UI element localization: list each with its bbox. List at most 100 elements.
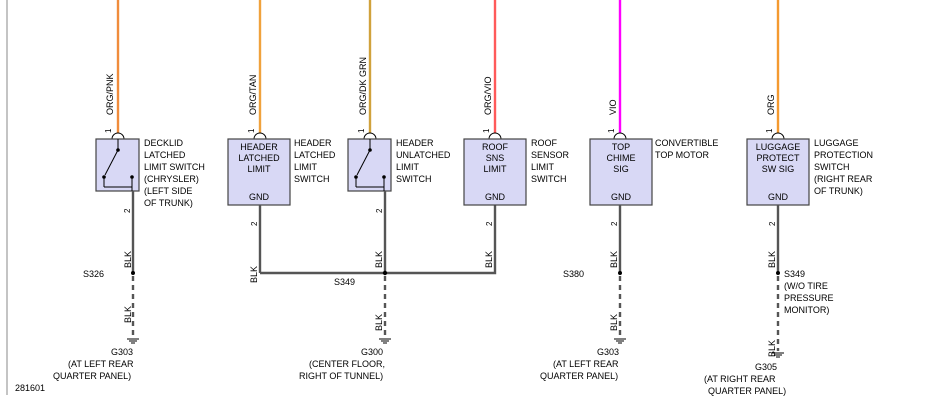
pin-1-label: 1 xyxy=(607,128,616,133)
wire-label-org: ORG xyxy=(766,94,776,115)
component-label: TOP MOTOR xyxy=(655,150,710,160)
wire-label-org-tan: ORG/TAN xyxy=(248,75,258,115)
connector-arc xyxy=(111,132,125,140)
pin-1-label: 1 xyxy=(104,128,113,133)
ground-icon xyxy=(379,338,391,344)
component-label: (LEFT SIDE xyxy=(144,186,192,196)
component-label: (RIGHT REAR xyxy=(814,174,873,184)
pin-2-label: 2 xyxy=(610,221,619,226)
box-gnd-label: GND xyxy=(768,192,789,202)
wire-label-blk: BLK xyxy=(374,314,384,331)
box-label: TOP xyxy=(612,142,630,152)
ground-label: QUARTER PANEL) xyxy=(53,371,131,381)
box-label: LIMIT xyxy=(483,164,507,174)
component-label: OF TRUNK) xyxy=(144,198,193,208)
splice-dot xyxy=(776,271,780,275)
wire-label-org-vio: ORG/VIO xyxy=(483,76,493,115)
component-label: (CHRYSLER) xyxy=(144,174,199,184)
connector-arc xyxy=(613,132,627,140)
component-label: CONVERTIBLE xyxy=(655,138,718,148)
splice-dot xyxy=(618,271,622,275)
switch-symbol-icon xyxy=(354,139,386,191)
component-label: ROOF xyxy=(531,138,558,148)
wire-label-org-dkgrn: ORG/DK GRN xyxy=(358,57,368,115)
splice-label-s349: (W/O TIRE xyxy=(784,281,828,291)
ground-icon xyxy=(127,338,139,344)
ground-label: QUARTER PANEL) xyxy=(540,371,618,381)
wire-label-blk: BLK xyxy=(767,251,777,268)
component-label: LIMIT xyxy=(294,162,318,172)
pin-1-label: 1 xyxy=(765,128,774,133)
box-gnd-label: GND xyxy=(485,192,506,202)
component-label: SENSOR xyxy=(531,150,570,160)
switch-symbol-icon xyxy=(102,139,134,191)
box-label: LATCHED xyxy=(238,153,280,163)
connector-arc xyxy=(771,132,785,140)
component-label: LIMIT SWITCH xyxy=(144,162,205,172)
pin-2-label: 2 xyxy=(485,221,494,226)
ground-label: (AT LEFT REAR xyxy=(68,359,134,369)
splice-dot xyxy=(131,271,135,275)
pin-2-label: 2 xyxy=(375,208,384,213)
box-gnd-label: GND xyxy=(611,192,632,202)
roof-sensor-box xyxy=(463,138,527,206)
box-label: SNS xyxy=(486,153,505,163)
header-unlatched-circuit: ORG/DK GRN 1 HEADER UNLATCHED LIMIT SWIT… xyxy=(299,0,451,381)
component-label: DECKLID xyxy=(144,138,184,148)
box-label: LUGGAGE xyxy=(756,142,801,152)
wire-label-blk: BLK xyxy=(767,340,777,357)
top-chime-box xyxy=(589,138,653,206)
ground-label: (AT RIGHT REAR xyxy=(704,374,776,384)
splice-label-s349: S349 xyxy=(784,269,805,279)
ground-label: G300 xyxy=(361,347,383,357)
component-label: LATCHED xyxy=(294,150,336,160)
splice-label-s349: S349 xyxy=(334,277,355,287)
connector-arc xyxy=(363,132,377,140)
component-label: HEADER xyxy=(294,138,332,148)
wire-blk-bus xyxy=(260,205,497,275)
ground-label: (CENTER FLOOR, xyxy=(309,359,385,369)
box-label: PROTECT xyxy=(756,153,800,163)
component-label: PROTECTION xyxy=(814,150,873,160)
splice-label-s349: PRESSURE xyxy=(784,293,834,303)
splice-label-s326: S326 xyxy=(83,269,104,279)
luggage-protection-circuit: ORG 1 LUGGAGE PROTECT SW SIG GND LUGGAGE… xyxy=(704,0,873,396)
component-label: SWITCH xyxy=(294,174,330,184)
wire-label-org-pnk: ORG/PNK xyxy=(105,73,115,115)
pin-1-label: 1 xyxy=(482,128,491,133)
diagram-id-label: 281601 xyxy=(15,383,45,393)
wire-label-blk: BLK xyxy=(484,251,494,268)
wire-label-vio: VIO xyxy=(608,99,618,115)
decklid-circuit: ORG/PNK 1 DECKLID LATCHED LIMIT SWITCH (… xyxy=(53,0,205,381)
pin-1-label: 1 xyxy=(247,128,256,133)
component-label: HEADER xyxy=(396,138,434,148)
box-label: ROOF xyxy=(482,142,509,152)
box-label: HEADER xyxy=(240,142,278,152)
connector-arc xyxy=(488,132,502,140)
wire-label-blk: BLK xyxy=(123,251,133,268)
top-motor-circuit: VIO 1 TOP CHIME SIG GND CONVERTIBLE TOP … xyxy=(540,0,718,381)
component-label: LATCHED xyxy=(144,150,186,160)
pin-2-label: 2 xyxy=(768,221,777,226)
roof-sensor-circuit: ORG/VIO 1 ROOF SNS LIMIT GND ROOF SENSOR… xyxy=(463,0,570,268)
ground-label: QUARTER PANEL) xyxy=(708,386,786,396)
pin-1-label: 1 xyxy=(357,128,366,133)
component-label: LIMIT xyxy=(396,162,420,172)
splice-label-s349: MONITOR) xyxy=(784,305,829,315)
ground-label: G303 xyxy=(597,347,619,357)
component-label: SWITCH xyxy=(396,174,432,184)
ground-label: G303 xyxy=(111,347,133,357)
wire-label-blk: BLK xyxy=(249,266,259,283)
ground-label: RIGHT OF TUNNEL) xyxy=(299,371,383,381)
component-label: OF TRUNK) xyxy=(814,186,863,196)
box-gnd-label: GND xyxy=(249,192,270,202)
ground-icon xyxy=(772,352,784,358)
ground-label: (AT LEFT REAR xyxy=(553,359,619,369)
header-latched-circuit: ORG/TAN 1 HEADER LATCHED LIMIT GND HEADE… xyxy=(227,0,336,283)
splice-dot xyxy=(382,270,388,276)
luggage-protect-box xyxy=(746,138,810,206)
wire-label-blk: BLK xyxy=(374,251,384,268)
component-label: LIMIT xyxy=(531,162,555,172)
ground-label: G305 xyxy=(755,362,777,372)
